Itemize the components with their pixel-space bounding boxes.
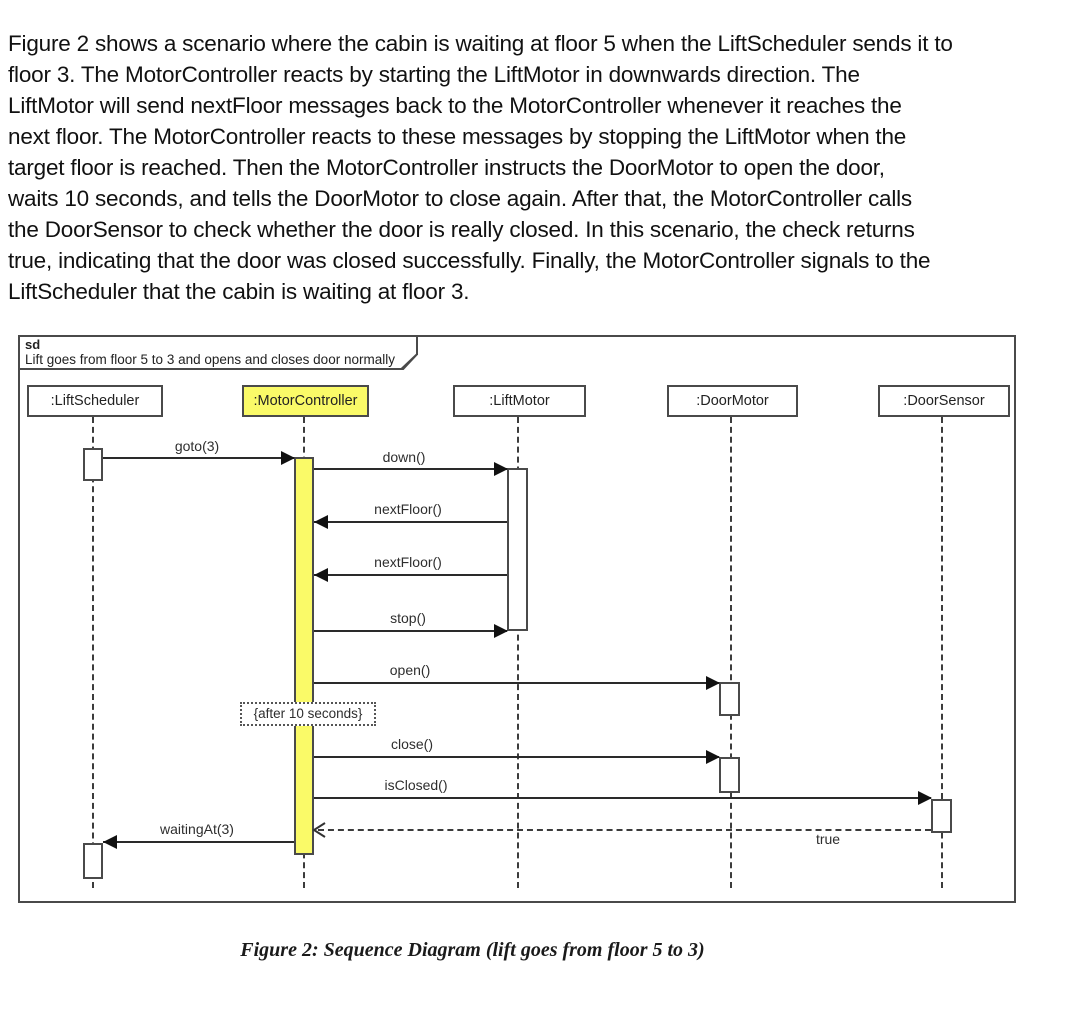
message-line-stop [314, 630, 507, 632]
frame-title: Lift goes from floor 5 to 3 and opens an… [25, 352, 395, 367]
activation-motorcontroller [294, 457, 314, 855]
message-label-stop: stop() [390, 610, 426, 626]
message-line-down [314, 468, 507, 470]
lifeline-doorsensor [941, 417, 943, 888]
description-paragraph: Figure 2 shows a scenario where the cabi… [8, 28, 1053, 307]
frame-operator: sd [25, 337, 41, 352]
arrowhead-icon [494, 462, 508, 476]
activation-liftmotor [507, 468, 528, 631]
activation-doormotor-1 [719, 682, 740, 716]
message-label-true: true [815, 831, 841, 847]
arrowhead-icon [494, 624, 508, 638]
paragraph-line: the DoorSensor to check whether the door… [8, 217, 915, 242]
timing-constraint: {after 10 seconds} [240, 702, 376, 726]
lifeline-doormotor [730, 417, 732, 888]
paragraph-line: LiftMotor will send nextFloor messages b… [8, 93, 902, 118]
lifeline-head-liftscheduler: :LiftScheduler [27, 385, 163, 417]
open-arrowhead-icon [312, 822, 326, 838]
figure-caption: Figure 2: Sequence Diagram (lift goes fr… [240, 939, 705, 961]
message-line-isclosed [314, 797, 931, 799]
paragraph-line: waits 10 seconds, and tells the DoorMoto… [8, 186, 912, 211]
activation-doormotor-2 [719, 757, 740, 793]
paragraph-line: Figure 2 shows a scenario where the cabi… [8, 31, 953, 56]
message-line-nextfloor-1 [314, 521, 507, 523]
arrowhead-icon [706, 676, 720, 690]
paragraph-line: true, indicating that the door was close… [8, 248, 931, 273]
frame-label-content: sd Lift goes from floor 5 to 3 and opens… [20, 337, 416, 368]
activation-liftscheduler-2 [83, 843, 103, 879]
lifeline-head-liftmotor: :LiftMotor [453, 385, 586, 417]
arrowhead-icon [314, 515, 328, 529]
frame-label-pentagon: sd Lift goes from floor 5 to 3 and opens… [18, 335, 418, 370]
message-label-close: close() [390, 736, 434, 752]
lifeline-head-doormotor: :DoorMotor [667, 385, 798, 417]
message-label-nextfloor-2: nextFloor() [374, 554, 442, 570]
message-line-open [314, 682, 719, 684]
lifeline-liftmotor [517, 417, 519, 888]
paragraph-line: LiftScheduler that the cabin is waiting … [8, 279, 470, 304]
arrowhead-icon [706, 750, 720, 764]
paragraph-line: floor 3. The MotorController reacts by s… [8, 62, 860, 87]
message-label-open: open() [389, 662, 431, 678]
message-line-goto [103, 457, 294, 459]
message-label-goto: goto(3) [174, 438, 220, 454]
paragraph-line: next floor. The MotorController reacts t… [8, 124, 907, 149]
lifeline-liftscheduler [92, 417, 94, 888]
message-label-isclosed: isClosed() [384, 777, 448, 793]
message-label-waitingat: waitingAt(3) [160, 821, 234, 837]
message-line-nextfloor-2 [314, 574, 507, 576]
activation-doorsensor [931, 799, 952, 833]
lifeline-head-motorcontroller: :MotorController [242, 385, 369, 417]
arrowhead-icon [103, 835, 117, 849]
message-label-down: down() [382, 449, 426, 465]
activation-liftscheduler-1 [83, 448, 103, 481]
message-label-nextfloor-1: nextFloor() [374, 501, 442, 517]
lifeline-head-doorsensor: :DoorSensor [878, 385, 1010, 417]
arrowhead-icon [314, 568, 328, 582]
arrowhead-icon [281, 451, 295, 465]
return-line-true [318, 829, 931, 831]
message-line-close [314, 756, 719, 758]
arrowhead-icon [918, 791, 932, 805]
message-line-waitingat [103, 841, 294, 843]
paragraph-line: target floor is reached. Then the MotorC… [8, 155, 885, 180]
